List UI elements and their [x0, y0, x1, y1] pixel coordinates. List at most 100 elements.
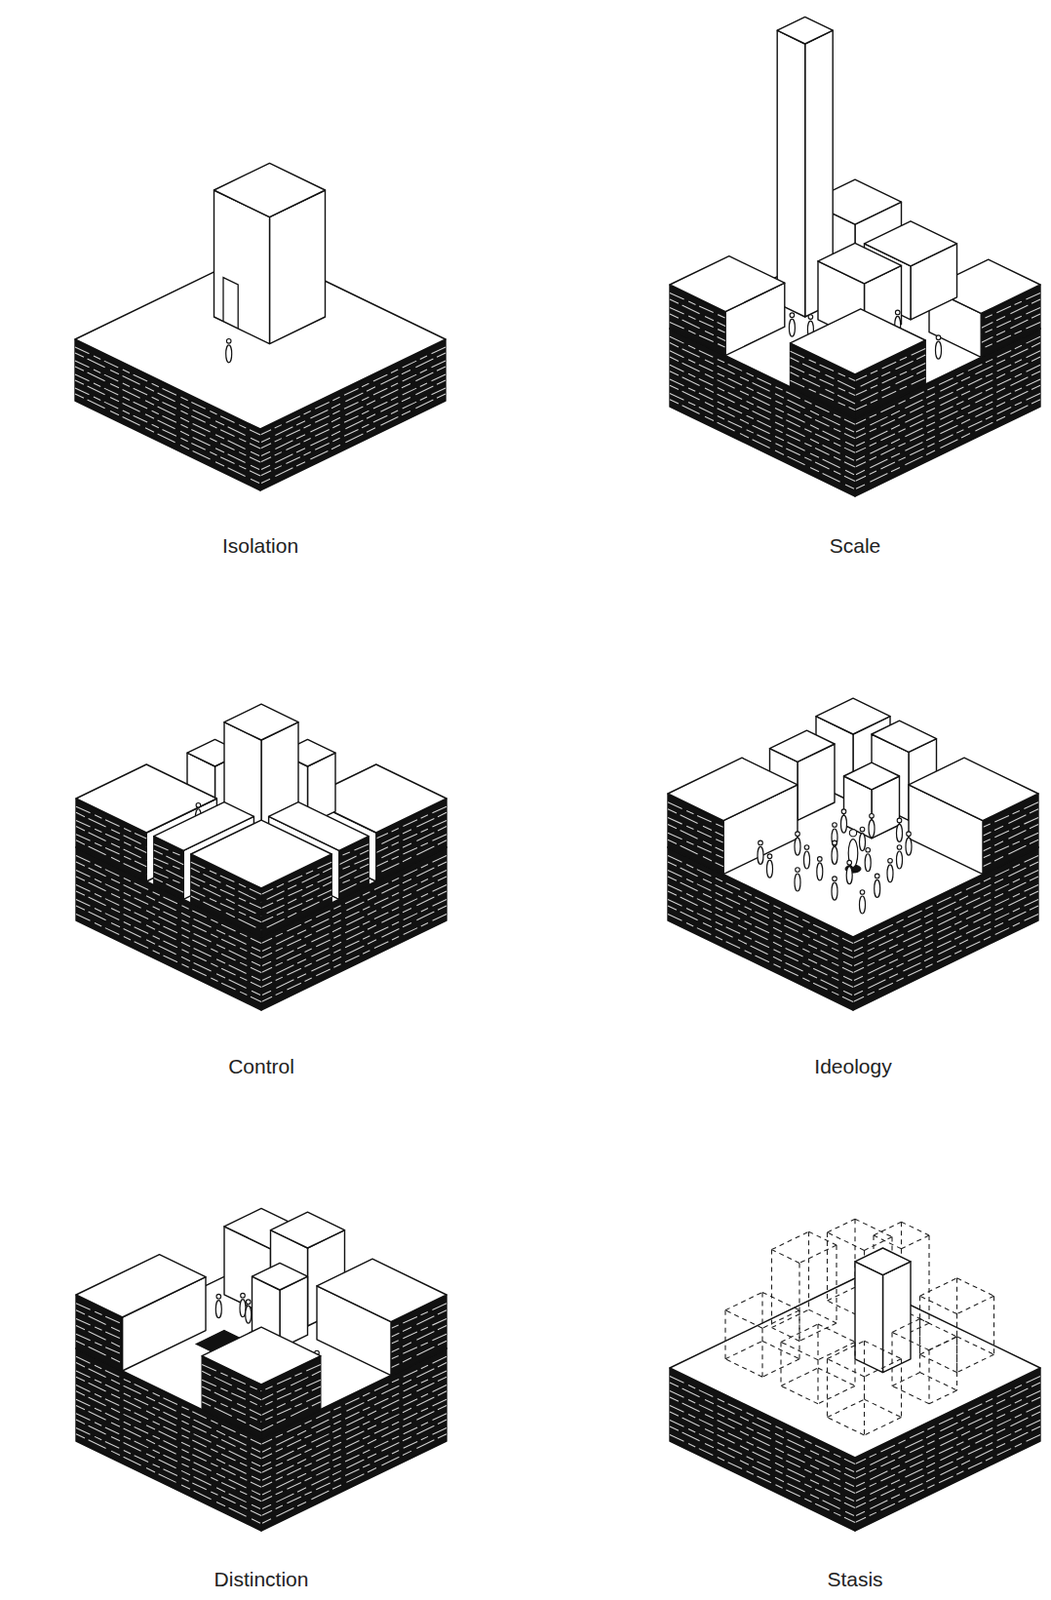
earth-hatch	[667, 832, 724, 858]
earth-hatch	[855, 369, 926, 404]
top-face	[669, 256, 785, 312]
earth-hatch	[201, 1401, 262, 1431]
person-head	[789, 312, 795, 318]
earth-hatch	[855, 378, 926, 411]
earth-hatch	[339, 871, 369, 885]
earth-hatch	[853, 914, 1039, 1003]
top-face	[770, 730, 836, 762]
ghost-volume	[772, 1231, 838, 1341]
earth-hatch	[261, 895, 332, 931]
person-head	[226, 339, 232, 345]
wall-face	[855, 1261, 884, 1373]
earth-hatch	[667, 817, 724, 844]
ghost-volume	[725, 1291, 800, 1377]
earth-hatch	[261, 1395, 321, 1422]
door	[223, 277, 238, 329]
person-body	[896, 823, 903, 842]
earth-hatch	[982, 832, 1039, 858]
person-head	[935, 335, 941, 341]
person-body	[788, 318, 795, 337]
earth-hatch	[790, 372, 857, 404]
earth-hatch	[390, 1319, 447, 1345]
person-head	[758, 840, 764, 846]
person-head	[849, 829, 857, 837]
earth-hatch	[790, 380, 857, 410]
earth-hatch	[855, 399, 1041, 490]
person-head	[859, 826, 865, 832]
earth-hatch	[261, 1434, 447, 1524]
person-head	[832, 822, 838, 828]
panel-caption: Stasis	[826, 1567, 883, 1592]
earth-hatch	[261, 1379, 321, 1406]
panel-caption: Isolation	[222, 534, 299, 558]
earth-hatch	[667, 914, 854, 1003]
top-face	[669, 238, 1041, 419]
earth-hatch	[154, 850, 184, 865]
person-body	[794, 873, 801, 892]
earth-hatch	[390, 1324, 447, 1353]
earth-hatch	[376, 826, 447, 861]
person-head	[216, 1293, 222, 1299]
person-head	[859, 890, 865, 896]
top-face	[201, 1326, 321, 1385]
person-body	[887, 864, 894, 883]
person-body	[841, 815, 848, 833]
earth-hatch	[154, 857, 184, 871]
earth-hatch	[154, 863, 184, 879]
top-face	[667, 757, 1039, 937]
earth-hatch	[982, 823, 1039, 852]
person-head	[767, 854, 773, 859]
top-face	[316, 1258, 447, 1322]
person-head	[896, 845, 902, 851]
earth-hatch	[669, 322, 726, 349]
earth-hatch	[376, 840, 447, 875]
earth-hatch	[261, 1419, 447, 1510]
earth-hatch	[669, 392, 856, 481]
earth-hatch	[390, 1340, 447, 1368]
top-face	[224, 703, 299, 740]
person-body	[831, 882, 838, 900]
top-face	[252, 1262, 309, 1290]
top-face	[790, 309, 927, 375]
person-body	[846, 866, 853, 885]
earth-hatch	[339, 863, 369, 879]
person-head	[817, 856, 823, 862]
panel-caption: Scale	[829, 534, 882, 558]
earth-hatch	[855, 392, 1041, 481]
person-body	[859, 833, 866, 852]
person-head	[896, 817, 902, 823]
earth-hatch	[669, 313, 726, 342]
earth-hatch	[191, 895, 262, 931]
earth-hatch	[154, 877, 184, 893]
person-body	[831, 828, 838, 847]
person-head	[888, 858, 894, 864]
top-face	[271, 1211, 346, 1248]
earth-hatch	[980, 308, 1041, 335]
top-face	[855, 1247, 911, 1276]
person-body	[874, 879, 881, 897]
earth-hatch	[76, 1427, 262, 1516]
earth-hatch	[201, 1386, 262, 1415]
wall-face	[883, 1261, 912, 1373]
person-body	[905, 837, 912, 856]
person-body	[868, 819, 875, 838]
top-face	[667, 757, 798, 820]
person-head	[865, 847, 871, 853]
earth-hatch	[261, 1413, 447, 1502]
person-head	[895, 310, 900, 315]
top-face	[777, 16, 833, 44]
person-head	[841, 809, 847, 815]
earth-hatch	[667, 839, 724, 867]
earth-hatch	[261, 882, 332, 917]
earth-hatch	[201, 1379, 262, 1406]
top-face	[191, 819, 332, 889]
person-head	[874, 873, 880, 879]
earth-hatch	[980, 322, 1041, 350]
person-head	[795, 867, 801, 873]
earth-hatch	[201, 1395, 262, 1422]
person-head	[869, 814, 875, 819]
wall-face	[777, 30, 806, 317]
panel-caption: Control	[228, 1054, 295, 1079]
person-head	[804, 845, 810, 851]
